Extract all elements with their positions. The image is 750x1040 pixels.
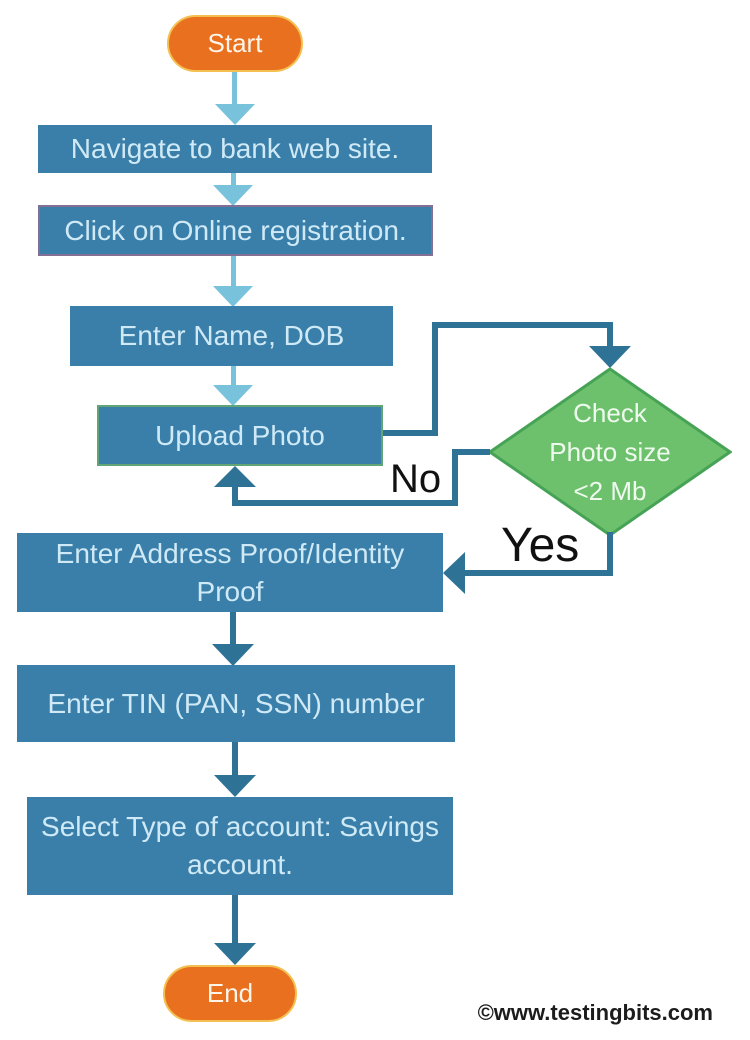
- connector-upload-to-check-seg2: [432, 322, 438, 436]
- start-node: Start: [167, 15, 303, 72]
- process-upload-photo-label: Upload Photo: [155, 419, 325, 451]
- process-navigate-node: Navigate to bank web site.: [38, 125, 432, 173]
- edge-label-no: No: [390, 457, 442, 501]
- arrow-down-icon: [589, 346, 631, 368]
- process-upload-photo-node: Upload Photo: [97, 405, 383, 466]
- process-address-proof-line-2: Proof: [196, 575, 264, 607]
- process-name-dob-node: Enter Name, DOB: [70, 306, 393, 366]
- decision-check-photo-size-node: Check Photo size <2 Mb: [488, 367, 732, 537]
- decision-line-2: Photo size: [549, 436, 671, 467]
- arrow-address-to-tin-stem: [230, 612, 236, 646]
- process-account-type-line-2: account.: [187, 849, 293, 880]
- process-navigate-label: Navigate to bank web site.: [70, 133, 400, 164]
- arrow-down-icon: [213, 185, 253, 206]
- start-label: Start: [207, 28, 263, 58]
- connector-no-seg3: [232, 500, 458, 506]
- connector-upload-to-check-seg1: [383, 430, 438, 436]
- process-tin-label: Enter TIN (PAN, SSN) number: [47, 687, 425, 719]
- arrow-up-icon: [214, 466, 256, 487]
- connector-upload-to-check-seg3: [432, 322, 613, 328]
- arrow-down-icon: [212, 644, 254, 666]
- process-online-registration-node: Click on Online registration.: [38, 205, 433, 256]
- decision-line-3: <2 Mb: [573, 475, 647, 506]
- arrow-namedob-to-upload-stem: [231, 366, 236, 387]
- arrow-left-icon: [443, 552, 465, 594]
- watermark-text: ©www.testingbits.com: [477, 1000, 713, 1025]
- arrow-down-icon: [213, 385, 253, 406]
- end-node: End: [163, 965, 297, 1022]
- connector-no-seg4: [232, 486, 238, 502]
- connector-yes-seg2: [463, 570, 613, 576]
- edge-label-yes: Yes: [501, 519, 580, 572]
- arrow-down-icon: [214, 775, 256, 797]
- connector-upload-to-check-seg4: [607, 322, 613, 348]
- process-account-type-node: Select Type of account: Savings account.: [27, 797, 453, 895]
- process-name-dob-label: Enter Name, DOB: [118, 320, 345, 351]
- process-address-proof-line-1: Enter Address Proof/Identity: [55, 537, 405, 569]
- arrow-navigate-to-registration-stem: [231, 173, 236, 187]
- end-label: End: [206, 978, 254, 1008]
- process-address-proof-node: Enter Address Proof/Identity Proof: [17, 533, 443, 612]
- arrow-account-to-end-stem: [232, 895, 238, 945]
- arrow-start-to-navigate-stem: [232, 72, 237, 106]
- connector-no-seg1: [452, 449, 490, 455]
- arrow-down-icon: [214, 943, 256, 965]
- process-tin-node: Enter TIN (PAN, SSN) number: [17, 665, 455, 742]
- arrow-down-icon: [215, 104, 255, 125]
- connector-no-seg2: [452, 449, 458, 506]
- process-account-type-line-1: Select Type of account: Savings: [41, 811, 439, 842]
- decision-check-photo-size-label: Check Photo size <2 Mb: [488, 367, 732, 537]
- arrow-down-icon: [213, 286, 253, 307]
- process-online-registration-label: Click on Online registration.: [64, 214, 407, 246]
- connector-yes-seg1: [607, 532, 613, 576]
- arrow-registration-to-namedob-stem: [231, 256, 236, 288]
- decision-line-1: Check: [573, 397, 647, 428]
- arrow-tin-to-account-stem: [232, 742, 238, 777]
